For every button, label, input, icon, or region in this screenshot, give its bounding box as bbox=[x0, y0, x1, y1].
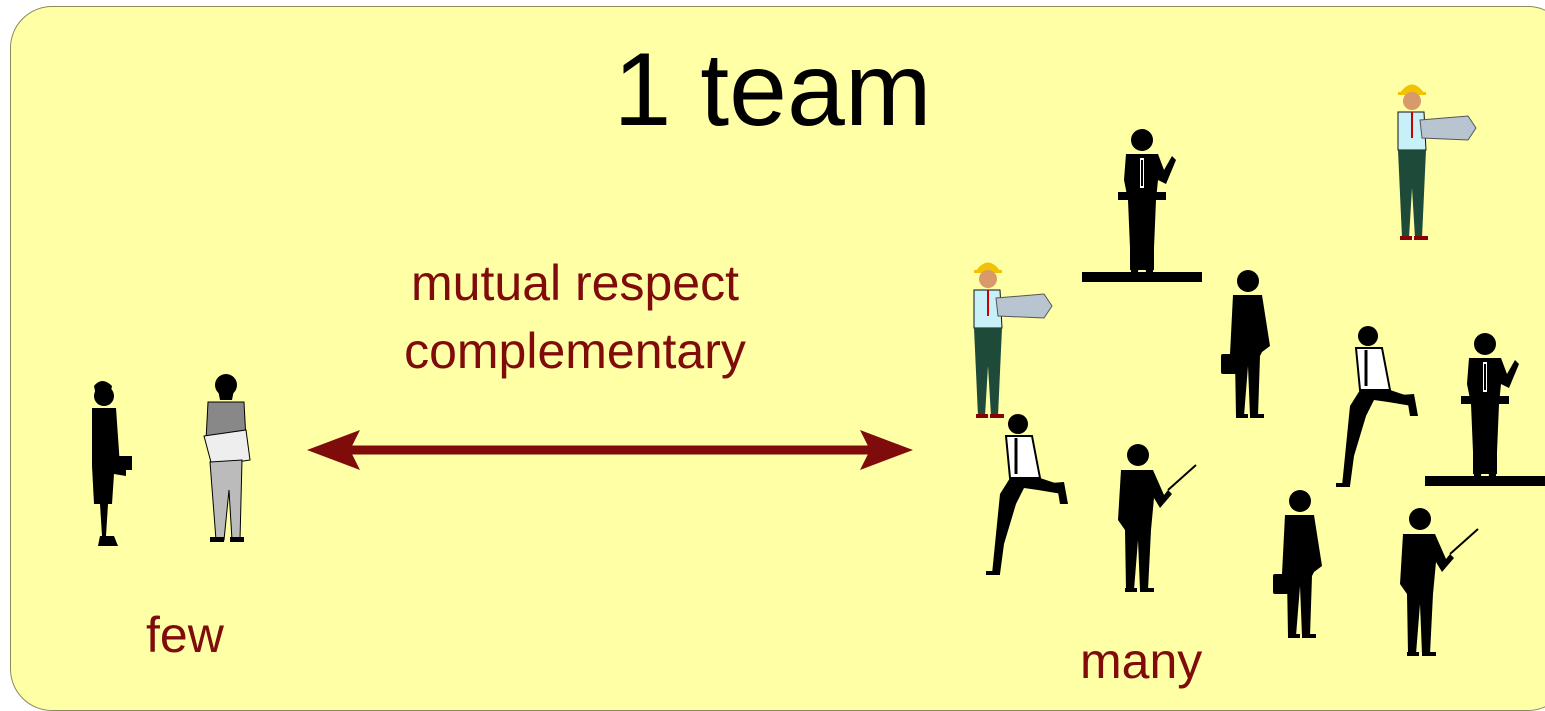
speaker-at-podium-icon bbox=[1425, 333, 1545, 486]
presenter-with-pointer-icon bbox=[1117, 443, 1197, 593]
worker-hard-hat-icon bbox=[973, 261, 1053, 419]
businessman-briefcase-icon bbox=[1221, 270, 1270, 418]
diagram-title: 1 team bbox=[613, 32, 932, 148]
bearded-man-icon bbox=[203, 373, 251, 543]
businessman-briefcase-icon bbox=[1273, 490, 1322, 638]
speaker-at-podium-icon bbox=[1082, 129, 1202, 282]
relationship-label-mutual-respect: mutual respect bbox=[411, 255, 739, 311]
many-group-label: many bbox=[1080, 633, 1203, 689]
double-arrow bbox=[307, 430, 913, 470]
arrow-head-right-icon bbox=[860, 430, 913, 470]
woman-with-briefcase-icon bbox=[92, 381, 132, 546]
arrow-head-left-icon bbox=[307, 430, 360, 470]
few-group bbox=[92, 373, 251, 546]
man-on-phone-icon bbox=[1334, 324, 1420, 489]
relationship-label-complementary: complementary bbox=[404, 323, 746, 379]
few-group-label: few bbox=[146, 607, 224, 663]
many-group bbox=[973, 83, 1545, 657]
man-on-phone-icon bbox=[984, 412, 1070, 577]
worker-hard-hat-icon bbox=[1397, 83, 1477, 241]
presenter-with-pointer-icon bbox=[1399, 507, 1479, 657]
